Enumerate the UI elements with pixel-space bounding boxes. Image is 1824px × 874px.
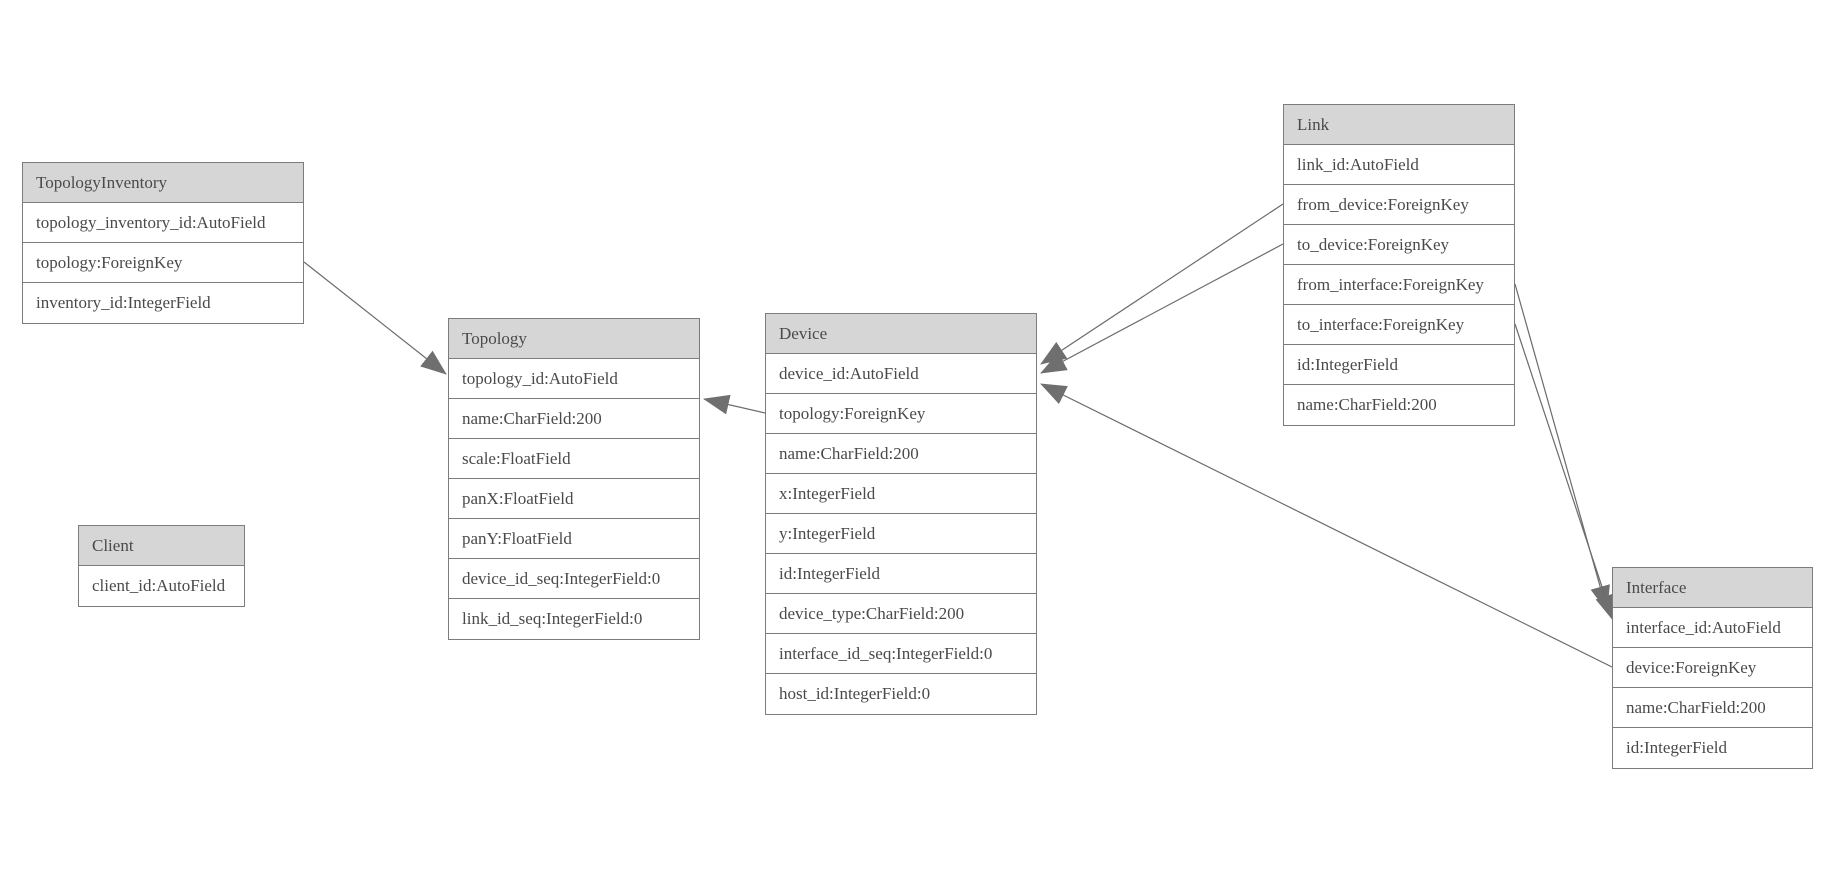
entity-field-row: panX:FloatField [449,479,699,519]
entity-field-row: from_device:ForeignKey [1284,185,1514,225]
entity-client: Client client_id:AutoField [78,525,245,607]
entity-field-row: device_type:CharField:200 [766,594,1036,634]
entity-field-row: name:CharField:200 [449,399,699,439]
entity-field-row: device_id:AutoField [766,354,1036,394]
entity-field-row: interface_id_seq:IntegerField:0 [766,634,1036,674]
entity-field-row: name:CharField:200 [1613,688,1812,728]
entity-title: Client [79,526,244,566]
entity-field-row: topology:ForeignKey [766,394,1036,434]
edge-link-tointerface-interface [1514,323,1615,621]
entity-field-row: link_id:AutoField [1284,145,1514,185]
entity-field-row: x:IntegerField [766,474,1036,514]
entity-field-row: device_id_seq:IntegerField:0 [449,559,699,599]
entity-title: Topology [449,319,699,359]
entity-field-row: name:CharField:200 [766,434,1036,474]
entity-device: Device device_id:AutoField topology:Fore… [765,313,1037,715]
entity-field-row: to_interface:ForeignKey [1284,305,1514,345]
entity-field-row: client_id:AutoField [79,566,244,606]
entity-field-row: interface_id:AutoField [1613,608,1812,648]
entity-field-row: topology_inventory_id:AutoField [23,203,303,243]
entity-topology: Topology topology_id:AutoField name:Char… [448,318,700,640]
entity-title: Interface [1613,568,1812,608]
entity-title: Device [766,314,1036,354]
entity-field-row: to_device:ForeignKey [1284,225,1514,265]
entity-field-row: scale:FloatField [449,439,699,479]
entity-field-row: id:IntegerField [1284,345,1514,385]
edge-link-todevice-device [1040,243,1284,374]
entity-field-row: y:IntegerField [766,514,1036,554]
entity-field-row: panY:FloatField [449,519,699,559]
entity-field-row: device:ForeignKey [1613,648,1812,688]
entity-interface: Interface interface_id:AutoField device:… [1612,567,1813,769]
entity-field-row: topology_id:AutoField [449,359,699,399]
entity-field-row: inventory_id:IntegerField [23,283,303,323]
edge-link-fromdevice-device [1040,203,1284,365]
entity-title: Link [1284,105,1514,145]
entity-field-row: link_id_seq:IntegerField:0 [449,599,699,639]
entity-field-row: topology:ForeignKey [23,243,303,283]
entity-field-row: name:CharField:200 [1284,385,1514,425]
entity-field-row: host_id:IntegerField:0 [766,674,1036,714]
entity-field-row: from_interface:ForeignKey [1284,265,1514,305]
edge-topologyinventory-topology [303,261,447,375]
entity-field-row: id:IntegerField [1613,728,1812,768]
entity-field-row: id:IntegerField [766,554,1036,594]
entity-link: Link link_id:AutoField from_device:Forei… [1283,104,1515,426]
edge-interface-device [1040,383,1613,668]
entity-title: TopologyInventory [23,163,303,203]
entity-topology-inventory: TopologyInventory topology_inventory_id:… [22,162,304,324]
edge-device-topology [703,394,766,415]
